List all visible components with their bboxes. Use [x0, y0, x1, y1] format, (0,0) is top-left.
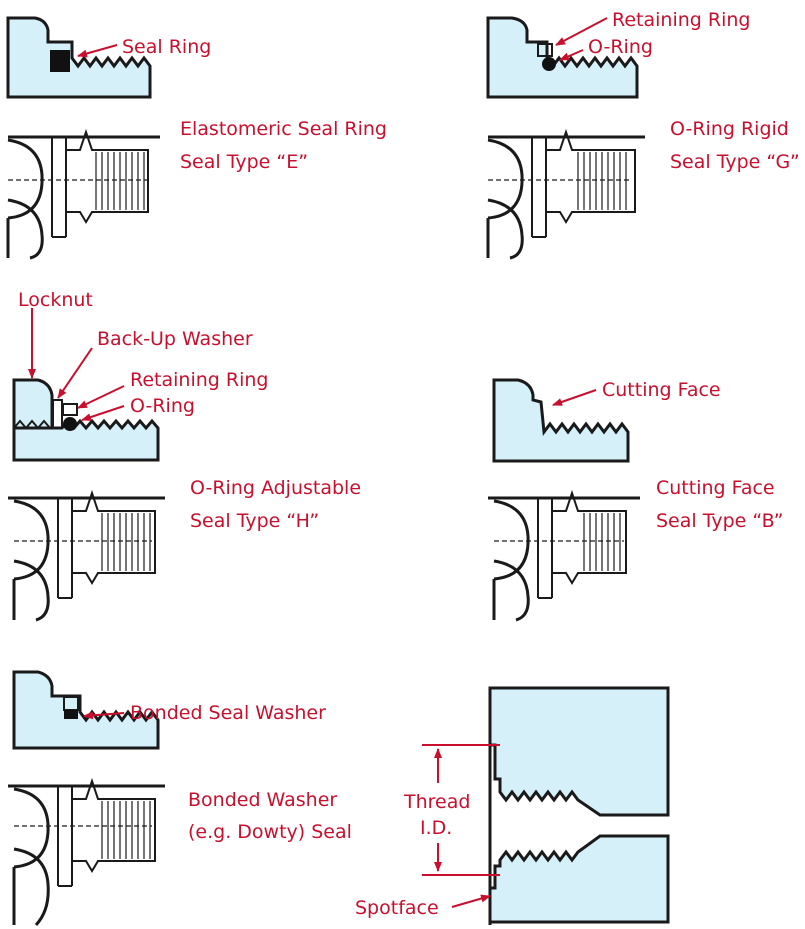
label-bonded-line2: (e.g. Dowty) Seal: [188, 821, 352, 843]
label-type-e-line2: Seal Type “E”: [180, 151, 308, 173]
back-up-washer-h: [52, 399, 63, 429]
arrow-bonded-seal-washer: [83, 711, 125, 720]
arrow-cutting-face: [552, 389, 597, 406]
o-ring-g: [542, 57, 556, 71]
arrow-seal-ring: [77, 44, 118, 58]
arrow-spotface: [451, 894, 491, 908]
label-bonded-line1: Bonded Washer: [188, 789, 337, 811]
label-retaining-ring-h: Retaining Ring: [130, 369, 268, 391]
label-back-up-washer: Back-Up Washer: [97, 328, 253, 350]
arrow-o-ring-g: [559, 49, 584, 61]
label-type-h-line1: O-Ring Adjustable: [190, 477, 361, 499]
label-type-b-line2: Seal Type “B”: [656, 510, 784, 532]
label-type-g-line2: Seal Type “G”: [670, 151, 800, 173]
label-seal-ring: Seal Ring: [122, 36, 211, 58]
port-cross-section: [422, 686, 670, 925]
fitting-seal-type-e: [6, 16, 160, 260]
arrow-back-up-washer: [57, 347, 93, 399]
fitting-h-body: [12, 418, 160, 462]
label-locknut: Locknut: [18, 289, 93, 311]
bonded-seal-washer-insert: [64, 710, 78, 719]
fitting-seal-type-h: [8, 378, 165, 622]
retaining-ring-g: [537, 43, 553, 57]
label-type-e-line1: Elastomeric Seal Ring: [180, 118, 387, 140]
label-thread: Thread: [403, 791, 470, 813]
label-bonded-seal-washer: Bonded Seal Washer: [130, 702, 326, 724]
arrow-retaining-ring-g: [555, 17, 608, 46]
port-upper-body: [488, 686, 670, 817]
fitting-seal-type-g: [486, 16, 645, 260]
arrow-o-ring-h: [81, 405, 125, 421]
arrow-retaining-ring-h: [77, 385, 125, 409]
label-spotface: Spotface: [355, 897, 439, 919]
fitting-g-body: [486, 16, 639, 99]
seal-ring-e: [50, 50, 70, 72]
label-o-ring-g: O-Ring: [588, 36, 653, 58]
labels: Seal Ring Elastomeric Seal Ring Seal Typ…: [18, 9, 800, 919]
label-retaining-ring-g: Retaining Ring: [612, 9, 750, 31]
label-type-g-line1: O-Ring Rigid: [670, 118, 789, 140]
label-type-b-line1: Cutting Face: [656, 477, 775, 499]
label-o-ring-h: O-Ring: [130, 395, 195, 417]
label-type-h-line2: Seal Type “H”: [190, 510, 319, 532]
label-cutting-face: Cutting Face: [602, 379, 721, 401]
o-ring-h: [63, 417, 77, 431]
fitting-b-body: [492, 378, 630, 463]
port-lower-body: [488, 834, 670, 924]
fitting-seal-type-b: [488, 378, 640, 622]
leader-arrows: [28, 17, 608, 908]
fitting-e-body: [6, 16, 152, 99]
label-thread-id: I.D.: [420, 817, 452, 839]
retaining-ring-h: [62, 403, 78, 416]
fitting-bonded-body: [12, 670, 160, 750]
fitting-bonded-washer: [8, 670, 165, 927]
